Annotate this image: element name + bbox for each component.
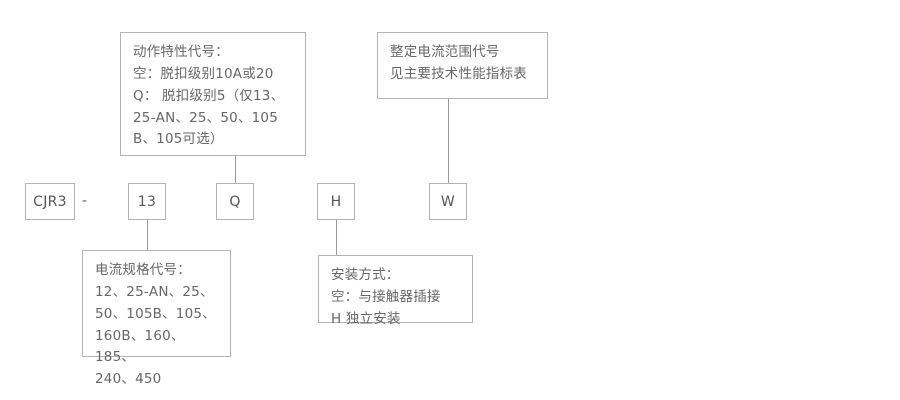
- separator-dash: -: [82, 193, 88, 209]
- connector-mounting-type: [336, 220, 337, 255]
- code-box-current-rating[interactable]: 13: [128, 183, 166, 220]
- action-characteristic-note-box: 动作特性代号： 空：脱扣级别10A或20 Q： 脱扣级别5（仅13、 25-AN…: [120, 32, 306, 156]
- connector-action-characteristic: [235, 156, 236, 183]
- code-box-action-characteristic[interactable]: Q: [216, 183, 254, 220]
- code-box-setting-current-range[interactable]: W: [429, 183, 467, 220]
- connector-current-rating: [147, 220, 148, 250]
- connector-setting-current-range: [448, 99, 449, 183]
- setting-current-range-note-box: 整定电流范围代号 见主要技术性能指标表: [377, 32, 548, 99]
- code-box-series[interactable]: CJR3: [25, 183, 75, 220]
- mounting-type-note-box: 安装方式： 空：与接触器插接 H 独立安装: [318, 255, 473, 327]
- current-rating-note-box: 电流规格代号： 12、25-AN、25、 50、105B、105、 160B、1…: [82, 250, 231, 387]
- code-box-mounting-type[interactable]: H: [317, 183, 355, 220]
